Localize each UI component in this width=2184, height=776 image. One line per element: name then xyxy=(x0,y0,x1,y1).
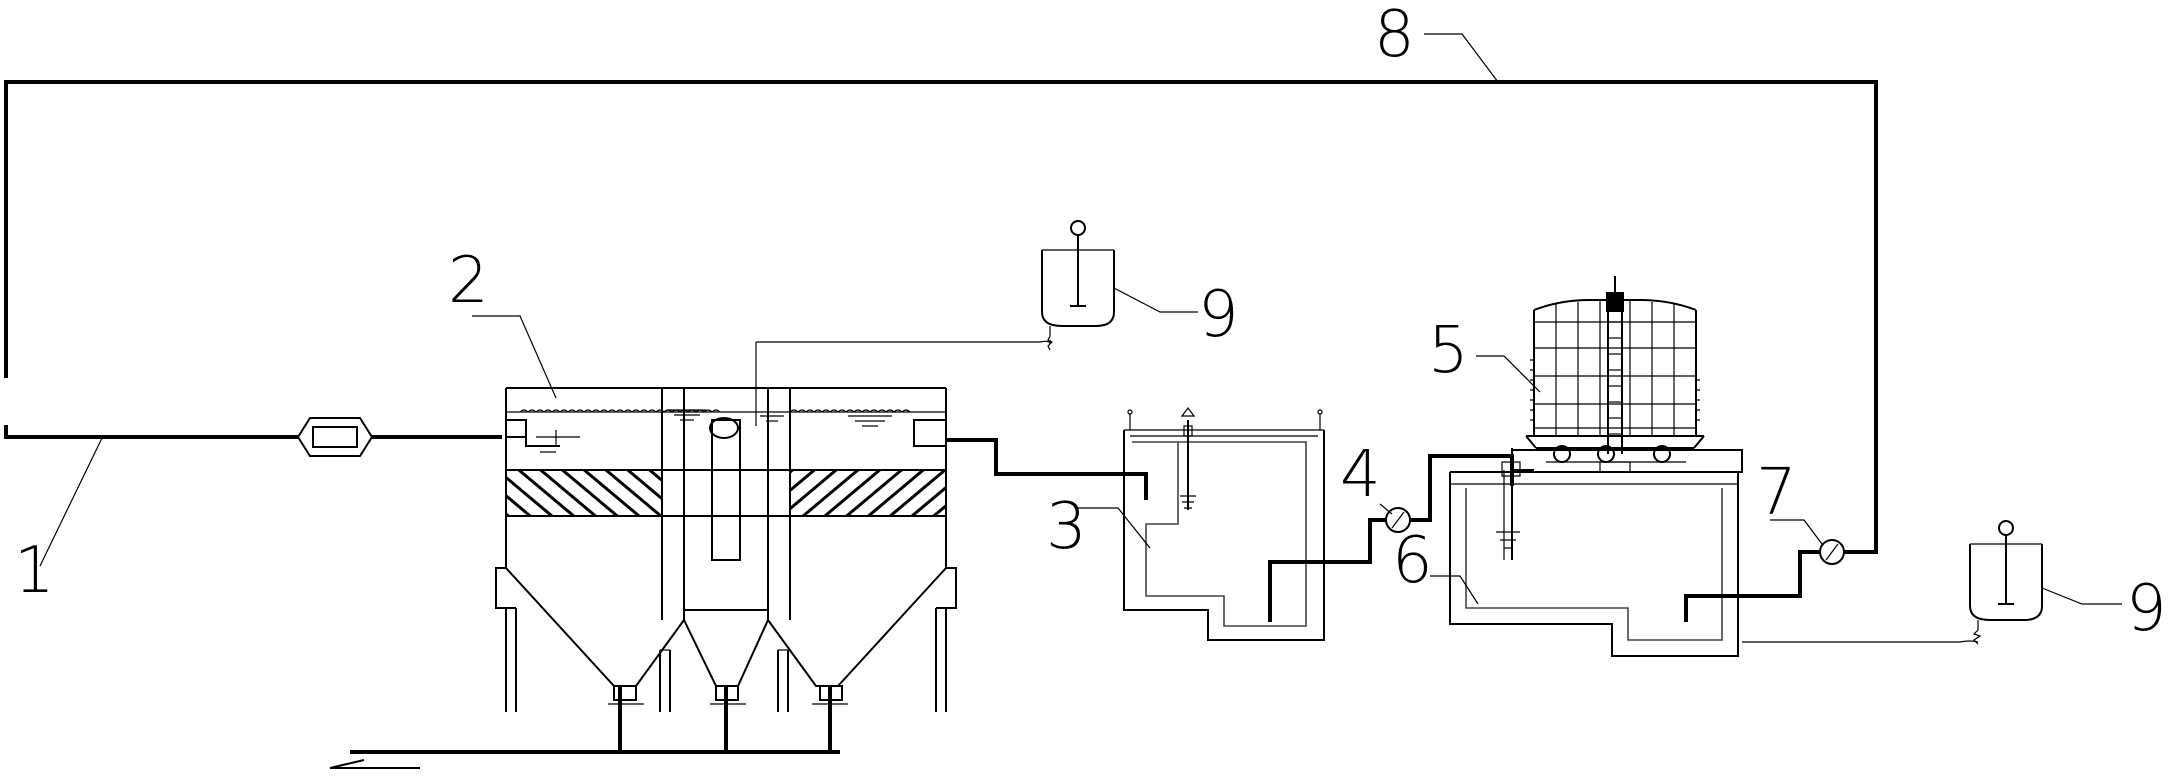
cooling-water-pool xyxy=(1449,448,1743,657)
label-3: 3 xyxy=(1046,490,1087,564)
dosing-tank-upper xyxy=(755,220,1115,426)
cooling-tower xyxy=(1525,276,1705,473)
label-2: 2 xyxy=(448,244,489,318)
transfer-pipe-3-4 xyxy=(1268,518,1386,622)
label-9-lower: 9 xyxy=(2126,572,2167,646)
label-5: 5 xyxy=(1428,314,1469,388)
label-9-upper: 9 xyxy=(1198,278,1239,352)
circulation-pump xyxy=(1819,539,1845,565)
intermediate-pool xyxy=(1123,407,1325,641)
transfer-pipe-2-3 xyxy=(946,438,1148,500)
return-pipe xyxy=(4,80,1878,554)
dosing-tank-lower xyxy=(1742,520,2043,645)
sedimentation-tank xyxy=(329,387,957,769)
leader-lines xyxy=(39,33,2122,605)
raw-water-inlet-pipe xyxy=(4,417,502,457)
label-4: 4 xyxy=(1340,438,1381,512)
flow-meter xyxy=(296,417,374,457)
label-1: 1 xyxy=(14,534,55,608)
label-7: 7 xyxy=(1756,456,1797,530)
label-6: 6 xyxy=(1392,524,1433,598)
transfer-pipe-6-7 xyxy=(1684,550,1820,622)
label-8: 8 xyxy=(1374,0,1415,72)
